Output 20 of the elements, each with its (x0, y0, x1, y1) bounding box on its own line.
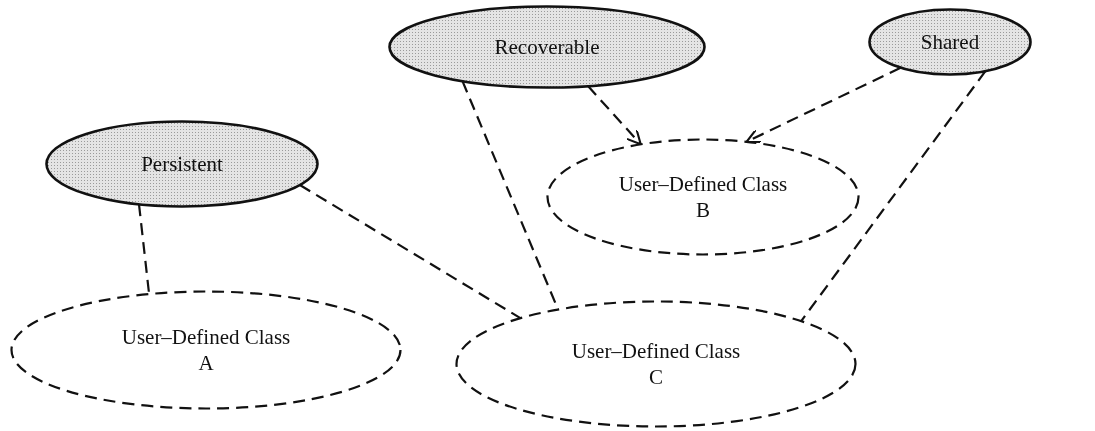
node-label: Recoverable (494, 34, 600, 60)
class-letter: A (198, 350, 214, 376)
connector (137, 204, 151, 295)
dashed-ellipse (546, 138, 860, 256)
shaded-ellipse (388, 5, 706, 89)
connector (800, 70, 987, 322)
node-label: User–Defined Class (618, 171, 788, 197)
shaded-ellipse (868, 8, 1032, 76)
connector (745, 66, 902, 144)
node-label: User–Defined Class (571, 338, 741, 364)
dashed-ellipse (10, 290, 402, 410)
class-letter: C (649, 364, 663, 390)
connector (587, 85, 642, 146)
node-label: Persistent (141, 151, 223, 177)
class-letter: B (696, 197, 710, 223)
shaded-ellipse (45, 120, 319, 208)
connector (299, 184, 521, 320)
node-label: Shared (920, 29, 980, 55)
node-label: User–Defined Class (121, 324, 291, 350)
dashed-ellipse (455, 300, 857, 428)
